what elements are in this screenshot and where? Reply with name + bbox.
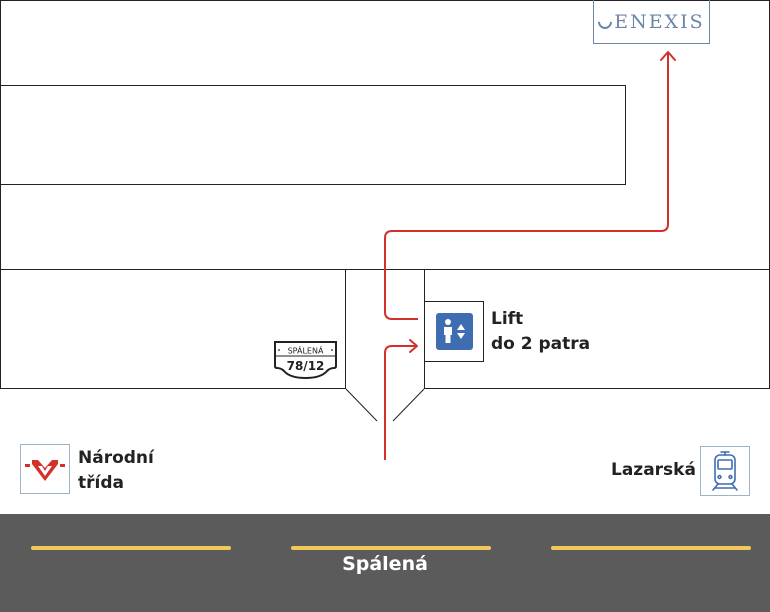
elevator-icon <box>436 313 473 350</box>
route-path-to-enexis <box>384 53 669 320</box>
metro-icon-box <box>20 444 70 494</box>
metro-icon <box>25 460 65 481</box>
tram-icon-box <box>700 446 750 496</box>
lane-marking-left <box>31 546 231 550</box>
tram-icon <box>712 451 738 491</box>
route-arrow-to-enexis <box>660 51 676 61</box>
entrance-line-right <box>392 388 425 422</box>
enexis-swoosh-icon <box>595 11 616 32</box>
lift-label-line1: Lift <box>491 309 524 329</box>
metro-station-name-line1: Národní <box>78 448 154 468</box>
address-sign-number: 78/12 <box>287 359 325 373</box>
entrance-line-left <box>345 388 378 422</box>
lift-label-line2: do 2 patra <box>491 334 591 354</box>
lane-marking-right <box>551 546 751 550</box>
tram-stop-name: Lazarská <box>611 460 696 480</box>
metro-station-name-line2: třída <box>78 473 124 493</box>
address-sign-street: SPÁLENÁ <box>288 345 324 356</box>
route-path-entrance <box>384 345 416 460</box>
street-name: Spálená <box>342 553 428 575</box>
building-inner-wing <box>0 85 626 185</box>
address-sign: SPÁLENÁ 78/12 <box>274 341 337 380</box>
lane-marking-center <box>291 546 491 550</box>
enexis-logo: ENEXIS <box>593 0 710 44</box>
route-arrow-to-lift <box>409 339 418 353</box>
street-road <box>0 514 770 612</box>
enexis-brand-text: ENEXIS <box>614 10 705 33</box>
